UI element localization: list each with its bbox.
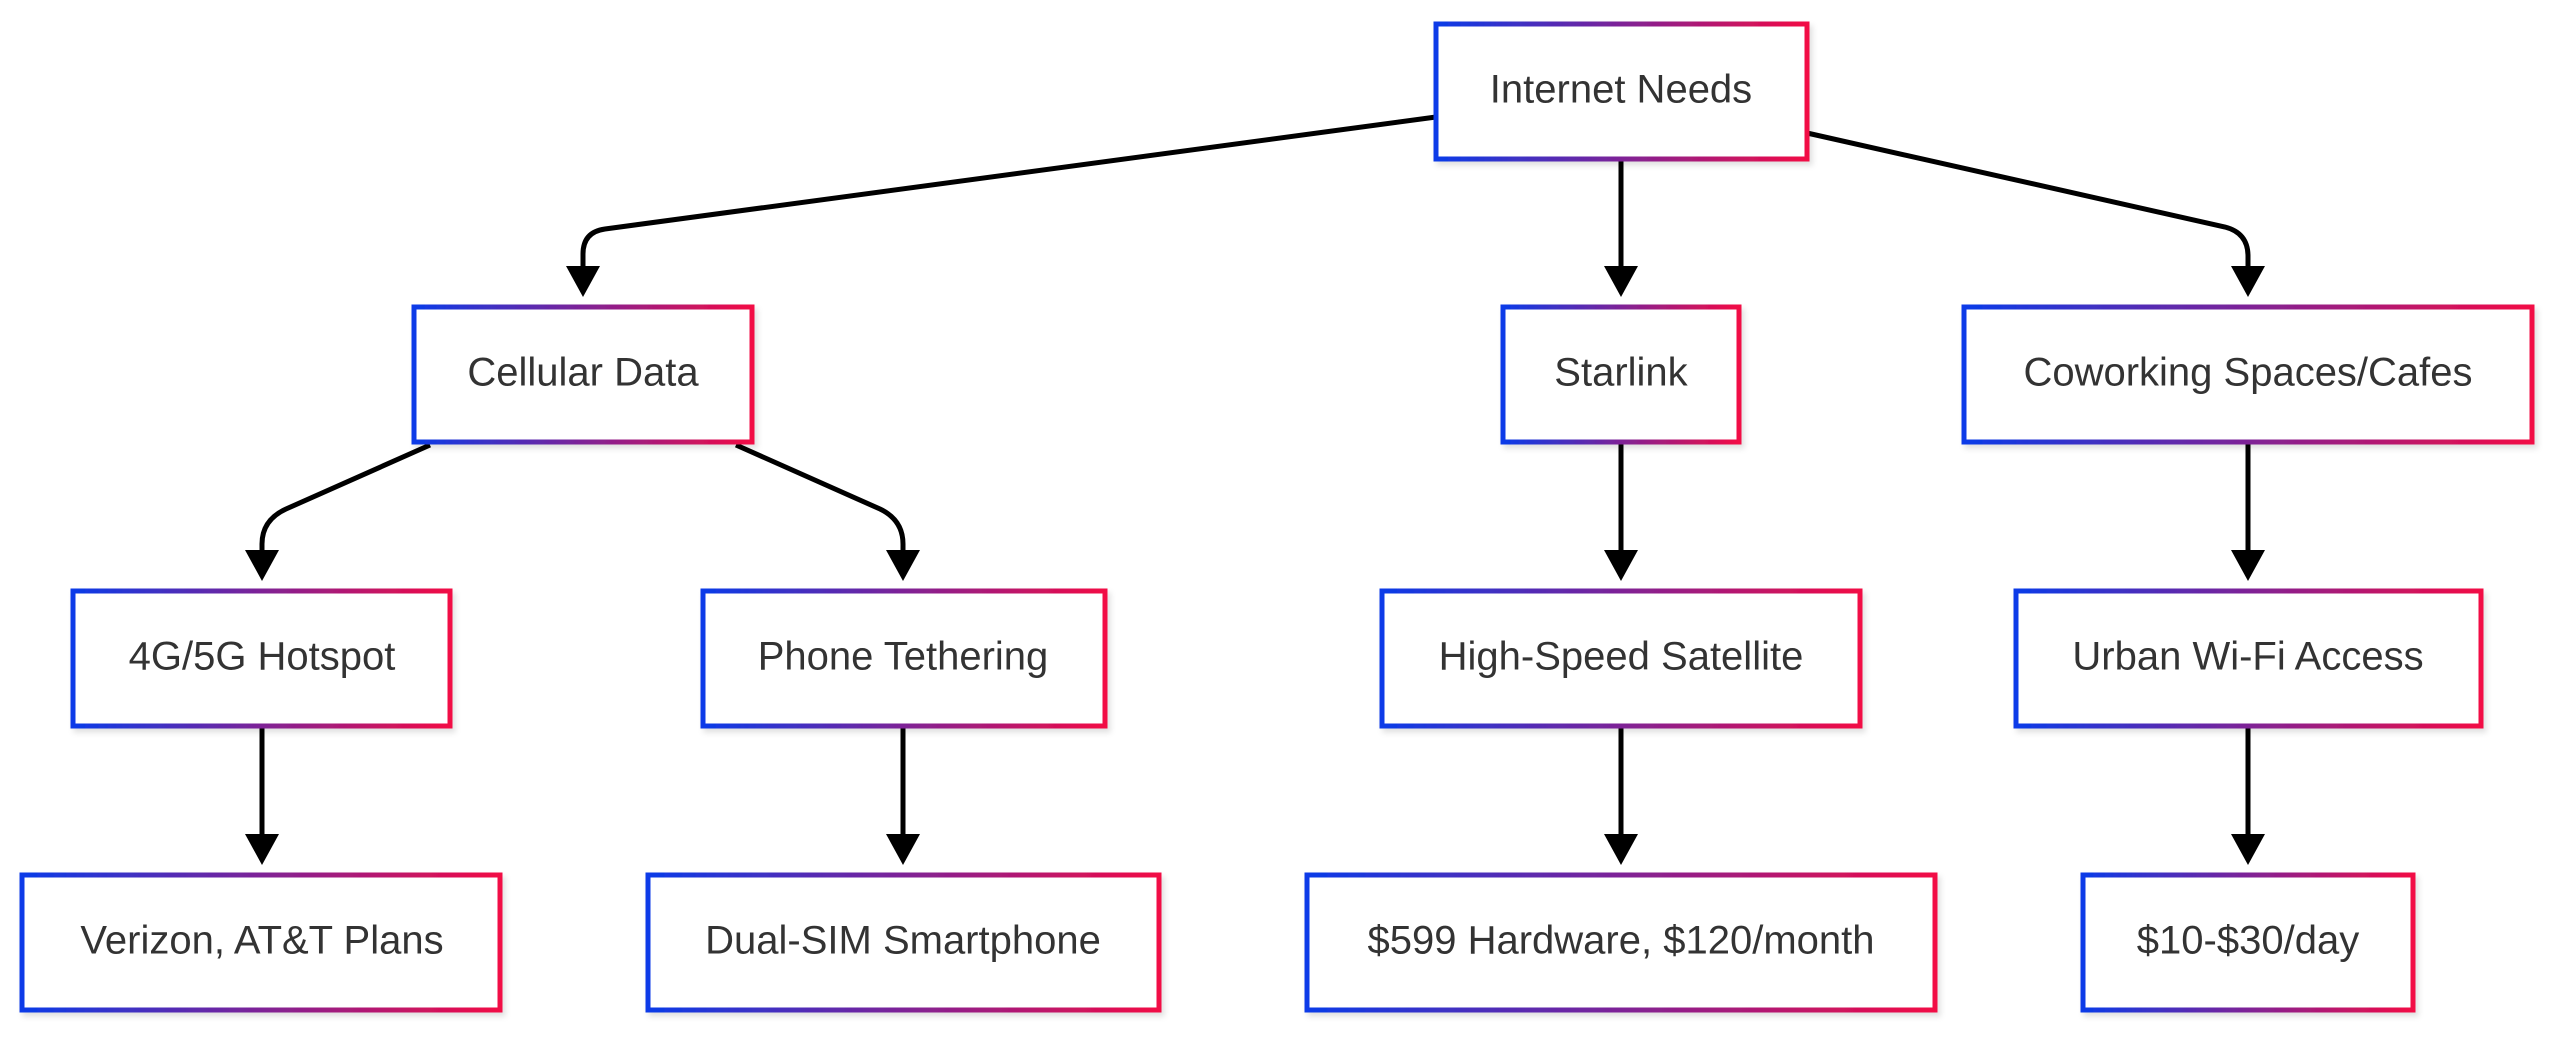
arrowhead-hotspot [245, 550, 279, 581]
arrowhead-cafe-cost [2231, 834, 2265, 865]
node-label-hotspot: 4G/5G Hotspot [129, 635, 396, 679]
arrowhead-starlink-cost [1604, 834, 1638, 865]
arrowhead-coworking [2231, 266, 2265, 297]
arrowhead-urban-wifi [2231, 550, 2265, 581]
node-label-cafe-cost: $10-$30/day [2137, 919, 2359, 963]
arrowhead-satellite [1604, 550, 1638, 581]
edge-internet-needs-to-cellular-data [580, 114, 1437, 268]
nodes: Internet Needs Cellular Data Starlink Co… [19, 21, 2535, 1013]
node-label-urban-wifi: Urban Wi-Fi Access [2072, 635, 2423, 679]
node-urban-wifi: Urban Wi-Fi Access [2013, 588, 2484, 729]
node-label-carrier-plans: Verizon, AT&T Plans [80, 919, 443, 963]
node-carrier-plans: Verizon, AT&T Plans [19, 872, 503, 1013]
node-label-cellular-data: Cellular Data [467, 351, 699, 395]
node-satellite: High-Speed Satellite [1379, 588, 1863, 729]
arrowhead-tethering [886, 550, 920, 581]
node-dual-sim: Dual-SIM Smartphone [645, 872, 1162, 1013]
node-coworking: Coworking Spaces/Cafes [1961, 304, 2535, 445]
node-label-starlink: Starlink [1554, 351, 1688, 395]
node-starlink-cost: $599 Hardware, $120/month [1304, 872, 1938, 1013]
edges [245, 114, 2265, 865]
node-label-coworking: Coworking Spaces/Cafes [2023, 351, 2472, 395]
node-internet-needs: Internet Needs [1433, 21, 1810, 162]
arrowhead-cellular-data [566, 266, 600, 297]
node-label-satellite: High-Speed Satellite [1439, 635, 1804, 679]
edge-cellular-data-to-hotspot [259, 442, 432, 552]
node-hotspot: 4G/5G Hotspot [70, 588, 453, 729]
node-label-tethering: Phone Tethering [758, 635, 1049, 679]
node-label-dual-sim: Dual-SIM Smartphone [705, 919, 1101, 963]
edge-internet-needs-to-coworking [1806, 130, 2251, 268]
node-cellular-data: Cellular Data [411, 304, 755, 445]
node-label-starlink-cost: $599 Hardware, $120/month [1368, 919, 1875, 963]
node-label-internet-needs: Internet Needs [1490, 68, 1752, 112]
edge-cellular-data-to-tethering [734, 442, 906, 552]
node-tethering: Phone Tethering [700, 588, 1108, 729]
node-cafe-cost: $10-$30/day [2080, 872, 2416, 1013]
arrowhead-starlink [1604, 266, 1638, 297]
node-starlink: Starlink [1500, 304, 1742, 445]
arrowhead-dual-sim [886, 834, 920, 865]
arrowhead-carrier-plans [245, 834, 279, 865]
